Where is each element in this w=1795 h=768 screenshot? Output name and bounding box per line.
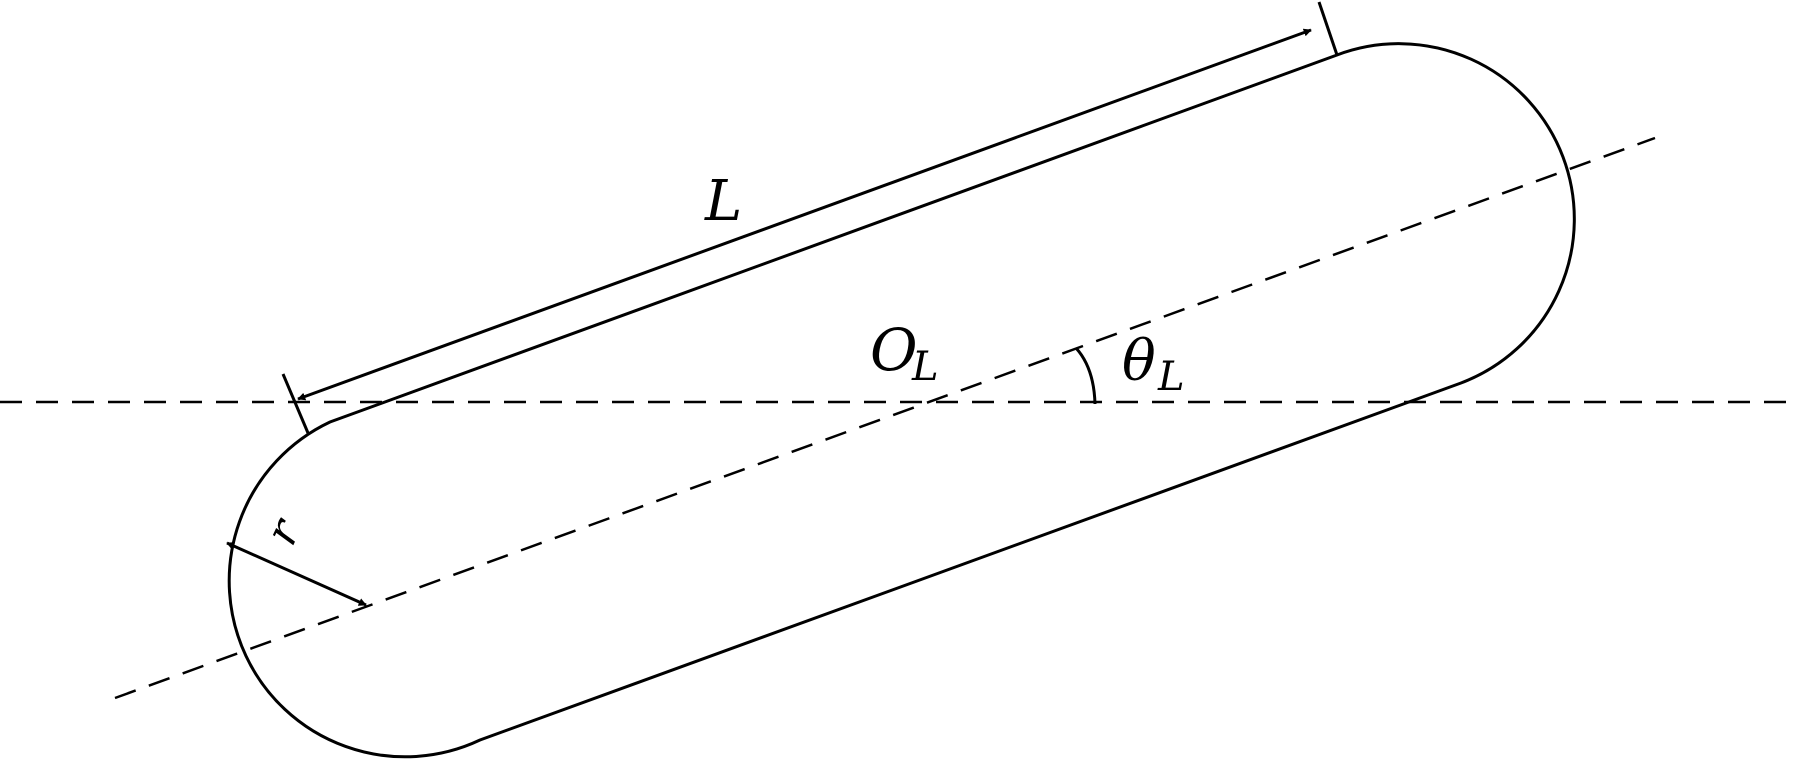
center-label-subscript: L [911,344,939,390]
angle-label: θ [1122,329,1156,394]
radius-dimension-arrow [226,541,367,607]
angle-arc [1074,346,1097,405]
length-extension-right [1317,1,1339,56]
length-dimension-arrow [297,28,1312,401]
capsule-axis-line [114,136,1656,700]
capsule-outline [227,42,1576,759]
length-extension-left [281,373,310,434]
angle-label-subscript: L [1157,354,1185,400]
center-label: O [870,316,918,384]
radius-label: r [256,509,312,552]
length-label: L [704,169,742,234]
